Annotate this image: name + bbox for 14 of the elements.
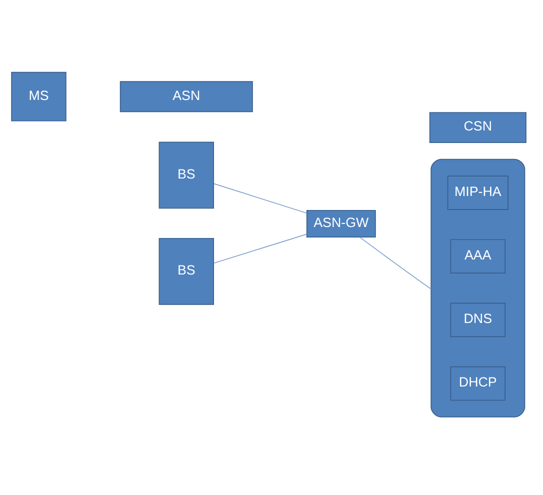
node-box: AAA (450, 238, 506, 274)
node-box: MS (11, 71, 66, 121)
connector (213, 182, 308, 214)
connector (213, 233, 308, 264)
node-box: MIP-HA (447, 175, 508, 210)
node-box: ASN-GW (306, 209, 376, 238)
node-box: DNS (450, 302, 506, 337)
node-box: ASN (120, 80, 253, 112)
node-box: BS (158, 141, 214, 208)
node-box: CSN (429, 112, 526, 143)
node-box: DHCP (450, 366, 506, 400)
node-box: BS (158, 237, 214, 304)
connector (360, 236, 432, 289)
cluster (430, 158, 526, 417)
